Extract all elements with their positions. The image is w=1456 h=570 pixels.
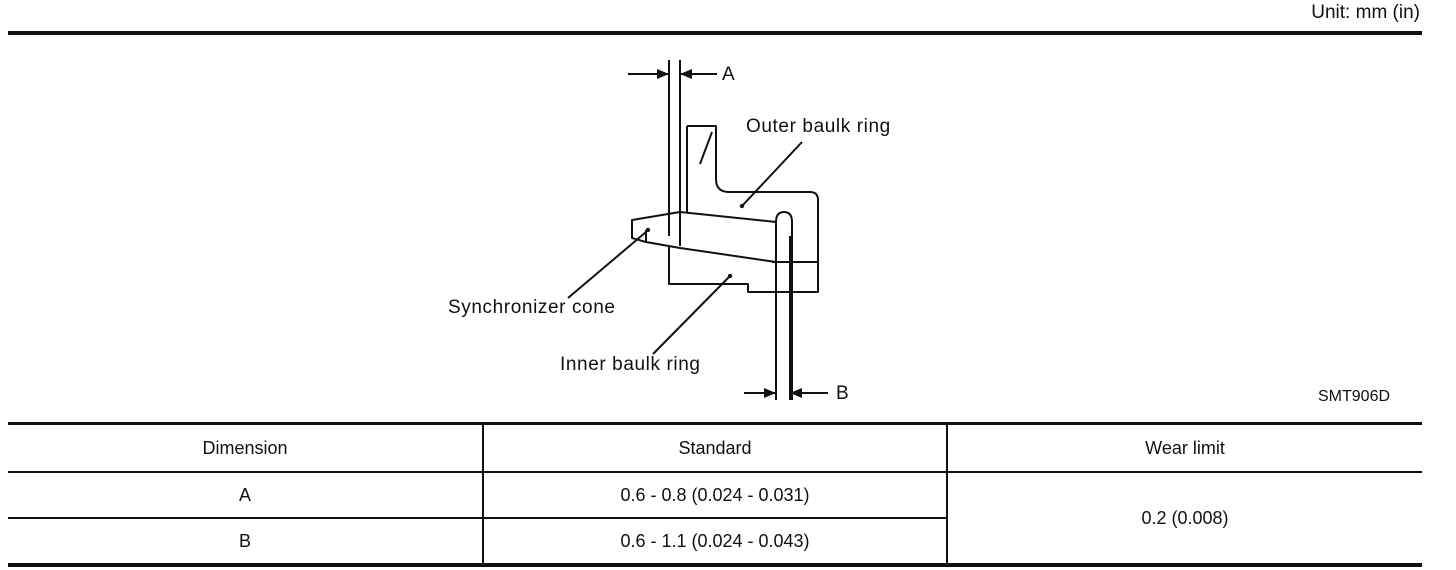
top-rule [8, 31, 1422, 35]
unit-label: Unit: mm (in) [1311, 2, 1420, 23]
standard-cell: 0.6 - 1.1 (0.024 - 0.043) [482, 518, 947, 567]
figure: A Outer baulk ring Synchronizer cone Inn… [0, 36, 1456, 418]
wear-limit-cell: 0.2 (0.008) [946, 472, 1422, 567]
standard-cell: 0.6 - 0.8 (0.024 - 0.031) [482, 472, 947, 519]
dimension-a-label: A [722, 64, 736, 85]
spec-table: Dimension Standard Wear limit A 0.6 - 0.… [8, 422, 1422, 567]
table-row: A 0.6 - 0.8 (0.024 - 0.031) 0.2 (0.008) [8, 472, 1422, 567]
header-standard: Standard [482, 422, 947, 473]
table-row: B 0.6 - 1.1 (0.024 - 0.043) [8, 518, 1422, 567]
header-wear-limit: Wear limit [946, 422, 1422, 473]
dimension-cell: B [8, 518, 483, 567]
table-header-row: Dimension Standard Wear limit [8, 422, 1422, 473]
dimension-b-label: B [836, 383, 850, 404]
inner-baulk-ring-label: Inner baulk ring [560, 354, 701, 375]
dimension-cell: A [8, 472, 483, 519]
baulk-ring-diagram [567, 60, 828, 400]
figure-id: SMT906D [1318, 388, 1391, 405]
header-dimension: Dimension [8, 422, 483, 473]
outer-baulk-ring-label: Outer baulk ring [746, 116, 891, 137]
synchronizer-cone-label: Synchronizer cone [448, 297, 616, 318]
